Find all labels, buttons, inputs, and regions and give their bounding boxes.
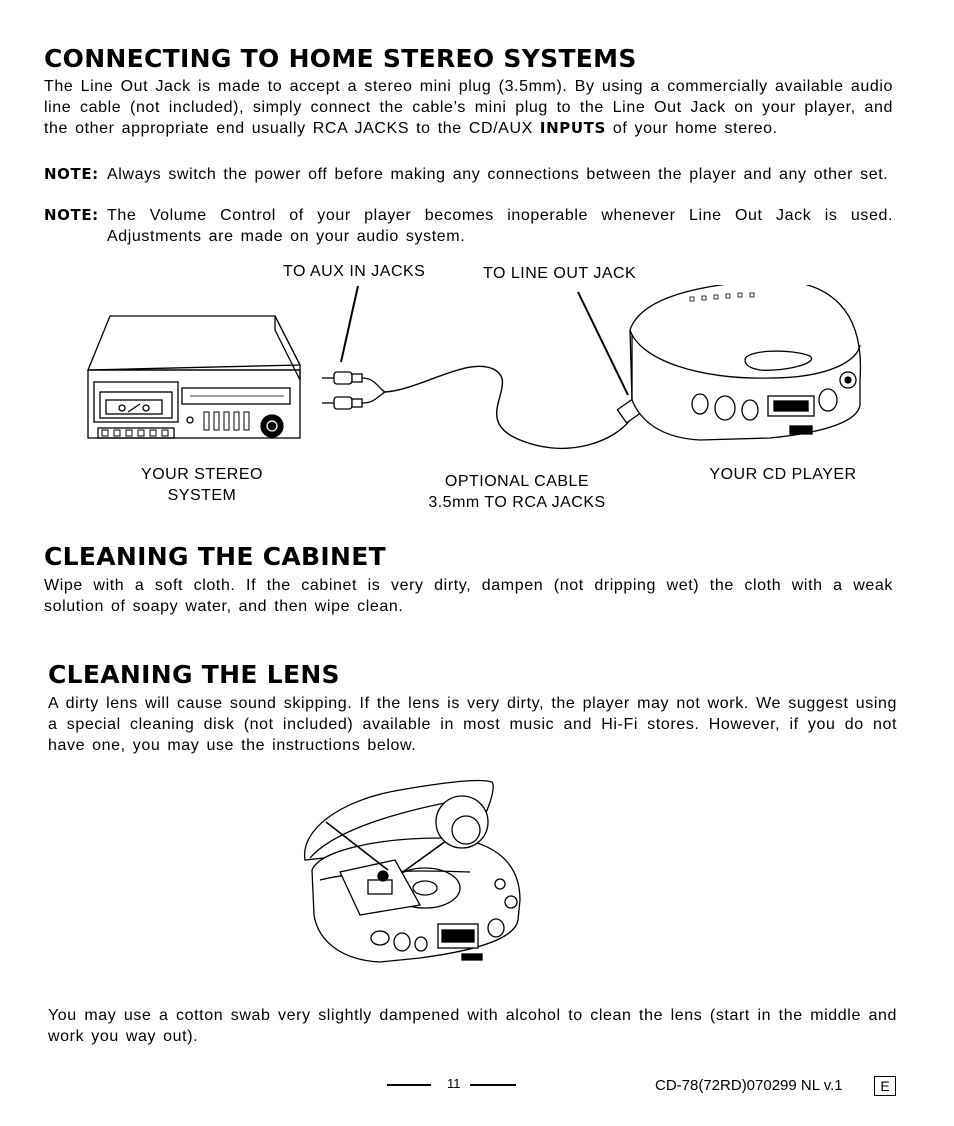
note-text: Always switch the power off before makin…: [107, 166, 889, 183]
note-label: NOTE:: [44, 165, 99, 183]
cd-player-illustration: [629, 285, 862, 441]
lens-paragraph: A dirty lens will cause sound skipping. …: [48, 695, 897, 754]
label-stereo-system: YOUR STEREO SYSTEM: [122, 464, 282, 506]
cable-line: [384, 365, 631, 449]
stereo-system-illustration: [87, 315, 302, 439]
swab-paragraph: You may use a cotton swab very slightly …: [48, 1007, 897, 1045]
label-line-out: TO LINE OUT JACK: [483, 265, 637, 282]
section-heading-connecting: CONNECTING TO HOME STEREO SYSTEMS: [44, 44, 637, 73]
section-heading-lens: CLEANING THE LENS: [48, 660, 340, 689]
note-power-off: NOTE: Always switch the power off before…: [44, 164, 893, 206]
label-aux-in: TO AUX IN JACKS: [283, 263, 426, 280]
note-text: The Volume Control of your player become…: [107, 207, 893, 245]
label-stereo-line1: YOUR STEREO: [141, 466, 263, 483]
inputs-bold: INPUTS: [539, 119, 606, 137]
label-stereo-line2: SYSTEM: [167, 487, 237, 504]
connection-diagram: [87, 285, 862, 449]
footer-rule-left: [387, 1084, 431, 1086]
footer-rule-right: [470, 1084, 516, 1086]
page-number: 11: [447, 1076, 461, 1091]
section-heading-cabinet: CLEANING THE CABINET: [44, 542, 386, 571]
connecting-text-1: The Line Out Jack is made to accept a st…: [44, 78, 893, 137]
connecting-text-2: of your home stereo.: [612, 120, 778, 137]
language-badge: E: [874, 1076, 896, 1096]
lens-cleaning-illustration: [304, 779, 521, 963]
note-volume-control: NOTE: The Volume Control of your player …: [44, 205, 893, 247]
model-code: CD-78(72RD)070299 NL v.1: [655, 1077, 843, 1094]
note-label: NOTE:: [44, 206, 99, 224]
label-optional-cable: OPTIONAL CABLE 3.5mm TO RCA JACKS: [402, 471, 632, 513]
rca-plugs: [322, 371, 386, 410]
label-cd-player: YOUR CD PLAYER: [709, 466, 857, 483]
cabinet-paragraph: Wipe with a soft cloth. If the cabinet i…: [44, 577, 893, 615]
connecting-paragraph: The Line Out Jack is made to accept a st…: [44, 76, 893, 139]
label-cable-line2: 3.5mm TO RCA JACKS: [428, 494, 606, 511]
label-cable-line1: OPTIONAL CABLE: [444, 473, 590, 490]
